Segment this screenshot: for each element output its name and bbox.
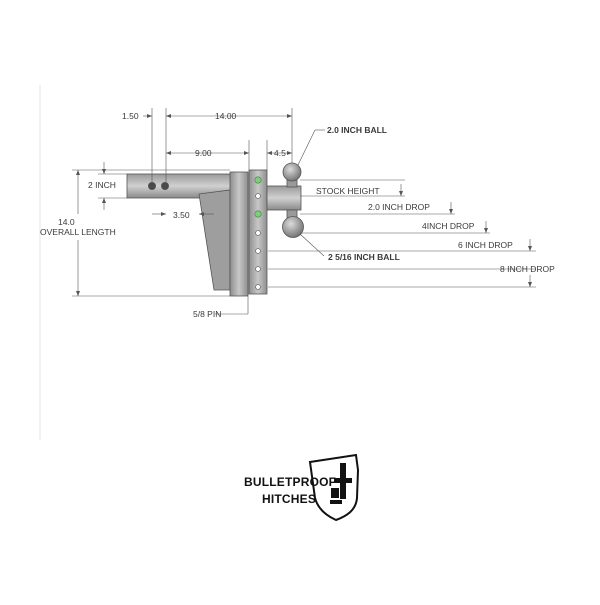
brand-line-2: HITCHES <box>262 492 316 506</box>
bulletproof-hitches-logo: BULLETPROOF HITCHES <box>244 453 360 522</box>
arrow-heads <box>76 114 532 296</box>
shank-pin-hole <box>160 181 169 190</box>
dim-shank-depth: 3.50 <box>173 210 190 220</box>
label-drop-2-inch: 2.0 INCH DROP <box>368 202 430 212</box>
plate-hole <box>255 230 261 236</box>
label-drop-4-inch: 4INCH DROP <box>422 221 475 231</box>
hitch-drop-bar <box>229 171 249 297</box>
plate-hole-pinned <box>254 176 262 184</box>
dim-overall-top: 14.00 <box>215 111 237 121</box>
label-drop-stock-height: STOCK HEIGHT <box>316 186 380 196</box>
label-drop-8-inch: 8 INCH DROP <box>500 264 555 274</box>
shield-icon <box>308 453 360 522</box>
hitch-gusset <box>198 189 231 291</box>
label-top-ball: 2.0 INCH BALL <box>327 125 387 135</box>
plate-hole <box>255 284 261 290</box>
ball-platform <box>266 185 302 211</box>
dual-ball-mount <box>266 162 304 238</box>
dim-shank-height: 2 INCH <box>88 180 116 190</box>
plate-holes <box>254 176 262 290</box>
shank-pin-hole <box>147 181 156 190</box>
dim-offset-left: 1.50 <box>122 111 139 121</box>
top-ball <box>282 162 302 182</box>
dim-overall-length-label: OVERALL LENGTH <box>40 227 116 237</box>
hitch-body <box>126 169 268 297</box>
plate-hole <box>255 248 261 254</box>
plate-hole <box>255 266 261 272</box>
plate-hole <box>255 193 261 199</box>
dimension-lines <box>72 108 536 315</box>
brand-line-1: BULLETPROOF <box>244 475 336 489</box>
bottom-ball <box>282 216 304 238</box>
plate-hole-pinned <box>254 210 262 218</box>
dim-overall-length-value: 14.0 <box>58 217 75 227</box>
dim-ball-offset: 4.5 <box>274 148 286 158</box>
dim-pin: 5/8 PIN <box>193 309 221 319</box>
label-bottom-ball: 2 5/16 INCH BALL <box>328 252 400 262</box>
dim-shank-to-plate: 9.00 <box>195 148 212 158</box>
label-drop-6-inch: 6 INCH DROP <box>458 240 513 250</box>
